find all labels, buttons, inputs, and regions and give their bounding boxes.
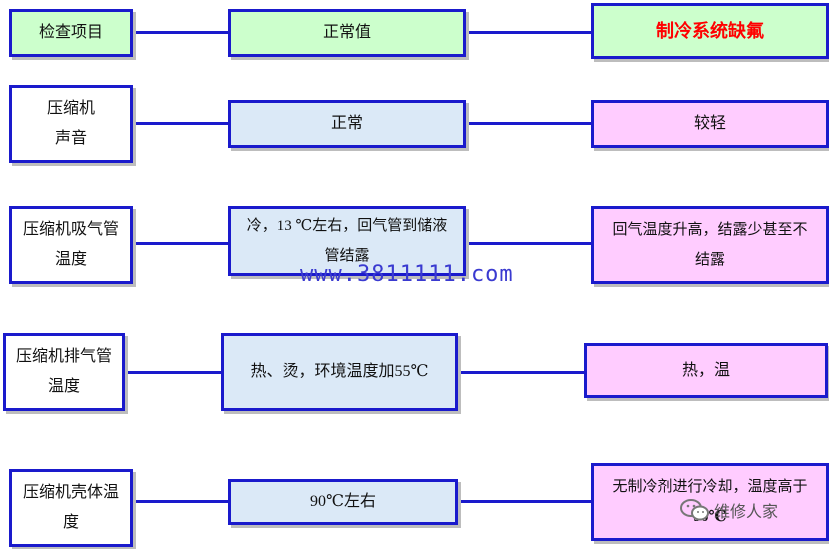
connector-line xyxy=(130,500,230,503)
normal-label: 正常 xyxy=(330,115,363,132)
item-label: 压缩机 xyxy=(46,100,95,117)
header-item-label: 检查项目 xyxy=(38,24,103,41)
item-shell-temp: 压缩机壳体温 度 xyxy=(9,469,133,547)
connector-line xyxy=(463,122,593,125)
header-fault-label: 制冷系统缺氟 xyxy=(656,21,764,41)
normal-label: 热、烫，环境温度加55℃ xyxy=(250,363,429,380)
item-compressor-sound: 压缩机 声音 xyxy=(9,85,133,163)
fault-label: 较轻 xyxy=(693,115,726,132)
normal-label: 管结露 xyxy=(324,248,370,264)
item-label: 压缩机吸气管 xyxy=(22,221,119,238)
watermark-text: www.3811111.com xyxy=(300,262,514,287)
normal-compressor-sound: 正常 xyxy=(228,100,466,148)
item-label: 度 xyxy=(62,514,79,531)
connector-line xyxy=(455,500,593,503)
normal-label: 90℃左右 xyxy=(310,493,376,510)
header-fault: 制冷系统缺氟 xyxy=(591,3,829,59)
item-label: 温度 xyxy=(47,378,80,395)
fault-label: 结露 xyxy=(694,252,725,268)
fault-suction-pipe-temp: 回气温度升高，结露少甚至不 结露 xyxy=(591,206,829,284)
header-normal-label: 正常值 xyxy=(322,24,371,41)
header-normal: 正常值 xyxy=(228,9,466,57)
fault-label: 热，温 xyxy=(681,361,730,379)
fault-compressor-sound: 较轻 xyxy=(591,100,829,148)
fault-discharge-pipe-temp: 热，温 xyxy=(584,343,828,398)
item-suction-pipe-temp: 压缩机吸气管 温度 xyxy=(9,206,133,284)
connector-line xyxy=(130,122,230,125)
item-label: 声音 xyxy=(54,130,87,147)
logo-text: 维修人家 xyxy=(714,502,779,521)
connector-line xyxy=(130,31,230,34)
normal-suction-pipe-temp: 冷，13 ℃左右，回气管到储液 管结露 xyxy=(228,206,466,276)
connector-line xyxy=(463,242,593,245)
fault-label: 回气温度升高，结露少甚至不 xyxy=(612,222,808,238)
connector-line xyxy=(463,31,593,34)
fault-label: 无制冷剂进行冷却，温度高于 xyxy=(612,479,808,495)
normal-shell-temp: 90℃左右 xyxy=(228,479,458,525)
item-label: 压缩机壳体温 xyxy=(22,484,119,501)
item-label: 温度 xyxy=(54,251,87,268)
connector-line xyxy=(122,371,224,374)
wechat-icon xyxy=(680,499,709,521)
connector-line xyxy=(130,242,230,245)
normal-label: 冷，13 ℃左右，回气管到储液 xyxy=(246,218,448,234)
fault-shell-temp: 无制冷剂进行冷却，温度高于 90℃ xyxy=(591,463,829,541)
header-item: 检查项目 xyxy=(9,9,133,57)
normal-discharge-pipe-temp: 热、烫，环境温度加55℃ xyxy=(221,333,458,411)
item-label: 压缩机排气管 xyxy=(15,348,112,365)
item-discharge-pipe-temp: 压缩机排气管 温度 xyxy=(3,333,125,411)
logo: 维修人家 xyxy=(680,498,778,522)
connector-line xyxy=(455,371,587,374)
